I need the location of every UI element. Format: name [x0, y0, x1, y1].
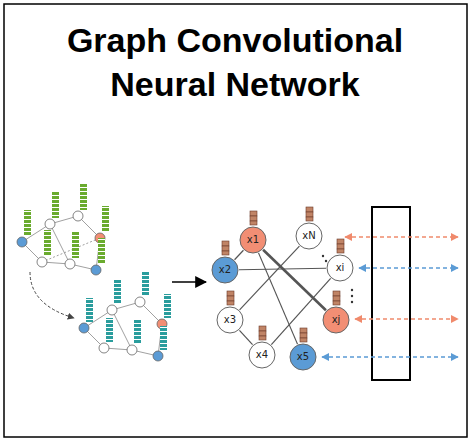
hidden-graph-nodes [79, 297, 167, 361]
title-box: Graph Convolutional Neural Network [20, 18, 450, 106]
graph-node: x5 [289, 343, 317, 371]
node-label: xN [302, 230, 315, 242]
node-label: xi [336, 262, 345, 274]
hidden-graph [84, 302, 162, 356]
graph-node: x1 [239, 226, 267, 254]
graph-edge [239, 268, 326, 270]
graph-edge [239, 330, 252, 344]
title: Graph Convolutional Neural Network [20, 18, 450, 106]
graph-node: x4 [248, 341, 276, 369]
graph-node: xN [295, 222, 323, 250]
output-arrows [322, 237, 458, 357]
graph-edge [259, 253, 298, 344]
node-label: x5 [297, 351, 309, 363]
graph-node: xj [322, 306, 350, 334]
main-arrow [172, 281, 206, 283]
node-label: x2 [219, 264, 231, 276]
graph-edge [235, 250, 244, 260]
node-label: xj [332, 314, 341, 326]
input-feature-bars [24, 184, 109, 264]
node-label: x3 [224, 314, 236, 326]
hidden-feature-bars [86, 272, 171, 350]
ellipsis-dots [322, 255, 353, 303]
graph-edge [271, 278, 330, 344]
graph-edge [240, 246, 300, 310]
frame [4, 4, 467, 437]
graph-node: xi [326, 254, 354, 282]
input-graph [22, 216, 100, 270]
node-label: x4 [256, 349, 268, 361]
graph-edge [263, 250, 326, 311]
input-graph-nodes [17, 211, 105, 275]
graph-node: x3 [216, 306, 244, 334]
graph-node: x2 [211, 256, 239, 284]
output-layer [372, 207, 410, 380]
dashed-arrow [30, 272, 74, 318]
node-label: x1 [247, 234, 259, 246]
